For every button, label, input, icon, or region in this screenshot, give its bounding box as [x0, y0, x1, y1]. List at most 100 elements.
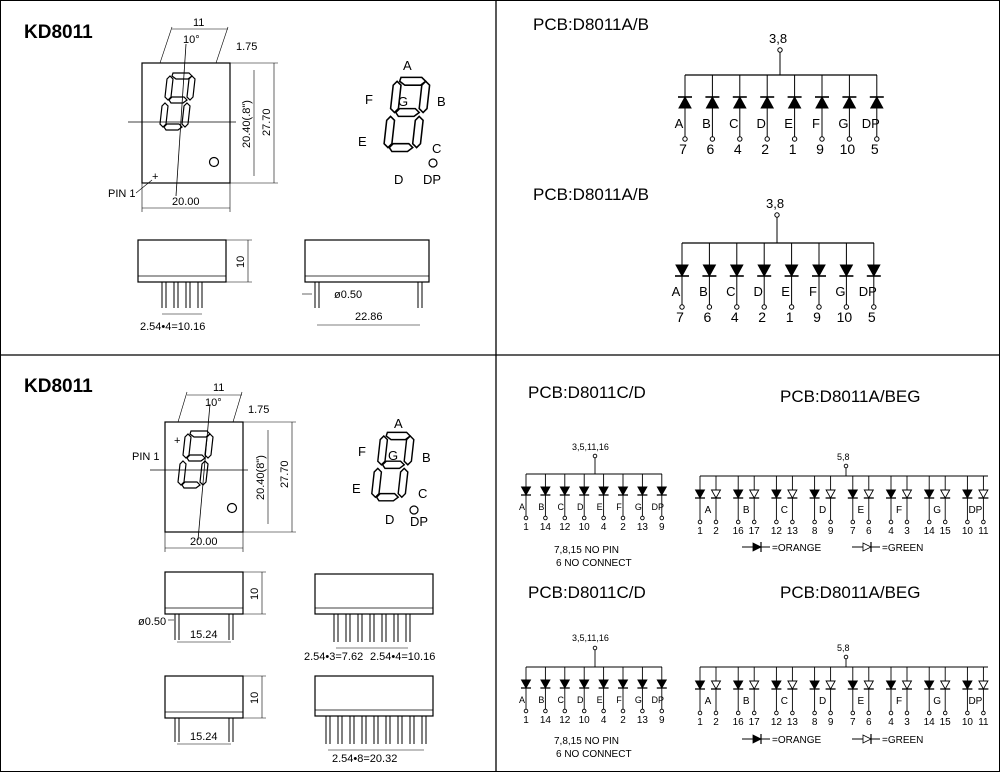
diode-icon	[770, 680, 783, 690]
pin-terminal	[871, 304, 877, 310]
diode-icon	[656, 486, 668, 496]
pin-number: 2	[620, 715, 626, 726]
note-no-connect: 6 NO CONNECT	[556, 558, 632, 569]
segment-label: B	[702, 116, 711, 131]
pin-number: 16	[733, 717, 745, 728]
common-pins: 3,8	[769, 31, 787, 46]
pin-terminal	[828, 710, 833, 716]
diode-leg: G10	[838, 75, 858, 157]
diode-icon	[824, 680, 837, 690]
pin-terminal	[620, 515, 626, 521]
diode-icon	[617, 486, 629, 496]
pin-number: 11	[978, 717, 989, 728]
diode-leg: E1	[784, 75, 803, 157]
diode-icon	[694, 680, 706, 690]
pin-number: 14	[540, 522, 552, 533]
segment-label: A	[675, 116, 684, 131]
pin-terminal	[543, 515, 548, 521]
dim-width: 20.00	[172, 196, 200, 208]
pin-terminal	[682, 136, 688, 142]
dim-offset: 1.75	[248, 404, 269, 416]
diode-filled-icon	[752, 734, 762, 744]
diode-icon	[901, 680, 913, 690]
diode-leg: E1	[781, 243, 800, 325]
pin-number: 2	[758, 309, 766, 325]
diode-icon	[847, 489, 859, 499]
seg-label-d: D	[394, 172, 403, 187]
diode-leg: F2	[616, 474, 629, 533]
dim-slant: 11	[213, 382, 224, 394]
pin-terminal	[965, 519, 970, 525]
diode-leg: C12	[558, 474, 571, 533]
lower-left-panel: KD8011 11 10° 1.75 20.40(8") 27.70 20.00…	[24, 376, 435, 765]
pin-terminal	[581, 515, 587, 521]
pin-terminal	[888, 710, 894, 716]
segment-label: B	[699, 284, 708, 299]
diode-icon	[808, 680, 821, 690]
pin-number: 14	[924, 717, 936, 728]
segment-label: DP	[968, 696, 982, 707]
side-view-1: 10 2.54•4=10.16	[137, 239, 252, 333]
pin-terminal	[523, 515, 529, 521]
diode-leg: DP9	[652, 667, 668, 726]
schematic-title: PCB:D8011A/B	[533, 15, 649, 34]
segment-label: C	[781, 696, 788, 707]
pin-terminal	[601, 708, 606, 714]
pin-terminal	[981, 710, 986, 716]
pin-number: 6	[704, 309, 712, 325]
pin-terminal	[735, 710, 741, 716]
diode-icon	[865, 264, 882, 277]
dim-pin-dia: ø0.50	[334, 289, 362, 301]
seg-label-f: F	[358, 444, 366, 459]
legend: =ORANGE =GREEN	[742, 734, 923, 746]
pin-number: 4	[888, 717, 894, 728]
diode-icon	[559, 486, 571, 496]
diode-leg: F9	[809, 243, 827, 325]
diode-leg: D2	[757, 75, 776, 157]
pin-number: 14	[924, 526, 936, 537]
pin-number: 13	[637, 522, 649, 533]
segment-label: D	[819, 505, 826, 516]
pin-number: 17	[749, 526, 761, 537]
schematic-title: PCB:D8011C/D	[528, 583, 646, 602]
dim-angle: 10°	[205, 397, 222, 409]
segment-label: B	[743, 696, 750, 707]
note-no-connect: 6 NO CONNECT	[556, 749, 632, 760]
pin-mark: +	[174, 435, 180, 447]
diode-icon	[636, 486, 649, 496]
pin-terminal	[761, 304, 767, 310]
pin-terminal	[679, 304, 685, 310]
pin-number: 9	[828, 717, 834, 728]
pin-terminal	[812, 710, 817, 716]
diode-leg: E4	[597, 474, 610, 533]
pin-terminal	[926, 519, 932, 525]
pin-terminal	[788, 304, 795, 310]
diode-icon	[885, 489, 897, 499]
pin-terminal	[874, 136, 880, 142]
pin-number: 15	[940, 717, 952, 728]
pin-terminal	[601, 515, 606, 521]
diode-leg: A7	[672, 243, 690, 325]
pin-number: 6	[707, 141, 715, 157]
pin-number: 13	[637, 715, 649, 726]
segment-label: E	[857, 505, 864, 516]
pin-terminal	[843, 304, 850, 310]
pin-terminal	[828, 519, 833, 525]
pin-terminal	[819, 136, 825, 142]
diode-leg: C12	[558, 667, 571, 726]
diode-icon	[901, 489, 913, 499]
diode-leg: DP9	[652, 474, 668, 533]
diode-leg: E4	[597, 667, 610, 726]
segment-label: C	[726, 284, 735, 299]
seg-label-c: C	[432, 141, 441, 156]
diode-icon	[838, 264, 855, 277]
pin-terminal	[640, 515, 645, 521]
diode-icon	[578, 486, 590, 496]
pin-number: 2	[713, 526, 719, 537]
segment-label: A	[519, 695, 525, 705]
diode-icon	[923, 489, 935, 499]
